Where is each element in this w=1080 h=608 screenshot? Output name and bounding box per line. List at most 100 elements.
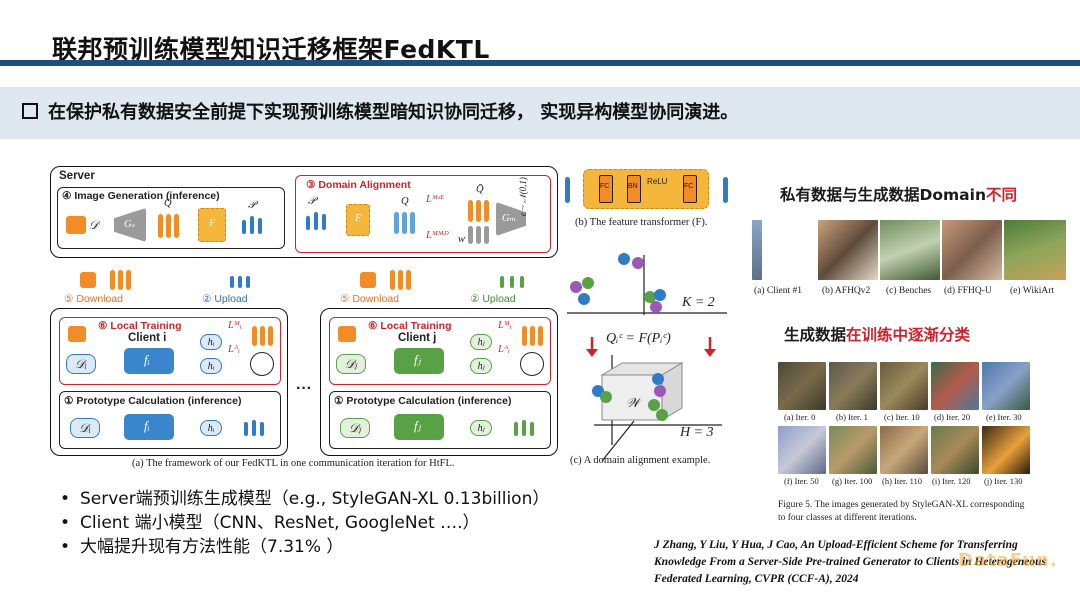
client-j-label: Client j <box>398 332 437 344</box>
wikiart-image-tile <box>1004 220 1066 280</box>
p-vector-bar <box>242 220 246 234</box>
dataset-d-symbol: 𝒟 <box>89 218 99 232</box>
qbar-vector-bar <box>260 326 265 346</box>
p-vector-bar <box>314 212 318 230</box>
prototype-label-i: ① Prototype Calculation (inference) <box>64 395 242 407</box>
checkbox-bullet-icon <box>22 103 38 119</box>
dataset-dj-icon <box>338 326 356 342</box>
iter-image-tile <box>829 426 877 474</box>
domain-diff-heading-red: 不同 <box>985 186 1017 204</box>
prototype-vector-bar <box>522 420 526 436</box>
domain-label-ffhq: (d) FFHQ-U <box>944 286 992 296</box>
relu-label: ReLU <box>647 177 668 186</box>
generator-gm-symbol: Gₘ <box>502 213 517 224</box>
bn-block <box>627 175 641 203</box>
iter-label-row2: (i) Iter. 120 <box>932 476 971 486</box>
hi-oval: hᵢ <box>200 334 222 350</box>
prototype-vector-bar <box>514 422 518 436</box>
server-frame: Server ④ Image Generation (inference) 𝒟 … <box>50 166 558 258</box>
client-i-label: Client i <box>128 332 167 344</box>
iter-label-row1: (b) Iter. 1 <box>836 412 868 422</box>
iter-label-row2: (f) Iter. 50 <box>784 476 819 486</box>
download-data-icon <box>360 272 376 288</box>
encoder-fj-symbol: fⱼ <box>414 352 422 367</box>
transformer-caption: (b) The feature transformer (F). <box>575 217 708 228</box>
transformer-f-symbol: F <box>209 218 216 229</box>
prototype-vector-bar <box>530 422 534 436</box>
benches-image-tile <box>880 220 940 280</box>
domain-diff-heading: 私有数据与生成数据Domain不同 <box>780 183 1017 205</box>
prototype-box-j: ① Prototype Calculation (inference) 𝒟ⱼ f… <box>329 391 551 449</box>
prototype-vector-bar <box>252 420 256 436</box>
fc-block-2-label: FC <box>684 183 694 190</box>
output-vector-bar <box>723 177 728 203</box>
domain-diff-images: (a) Client #1 (b) AFHQv2 (c) Benches (d)… <box>752 220 1078 300</box>
title-underline <box>0 60 1080 66</box>
iter-image-tile <box>931 426 979 474</box>
domain-label-client: (a) Client #1 <box>754 286 803 296</box>
iter-image-tile <box>829 362 877 410</box>
encoder-fi-block <box>124 414 174 440</box>
w-symbol: w <box>458 234 466 245</box>
encoder-fj-block <box>394 348 444 374</box>
download-vector-bar <box>118 270 123 290</box>
encoder-fi-block <box>124 348 174 374</box>
hi-oval: hᵢ <box>200 420 222 436</box>
p-vector-bar <box>250 216 254 234</box>
key-message-banner: 在保护私有数据安全前提下实现预训练模型暗知识协同迁移， 实现异构模型协同演进。 <box>0 87 1080 139</box>
generator-gs-symbol: Gₛ <box>124 219 136 230</box>
q-symbol: Q <box>401 196 409 207</box>
client-i-frame: ⑥ Local Training Client i 𝒟ᵢ fᵢ hᵢ hᵢ Lᴹ… <box>50 308 288 456</box>
upload-vector-bar <box>520 276 524 288</box>
upload-label-right: ② Upload <box>470 293 516 305</box>
paper-citation: J Zhang, Y Liu, Y Hua, J Cao, An Upload-… <box>654 539 1046 585</box>
feature-transformer-figure: FC BN ReLU FC (b) The feature transforme… <box>565 165 745 235</box>
bn-block-label: BN <box>628 183 638 190</box>
alignment-caption: (c) A domain alignment example. <box>570 455 711 466</box>
q-vector-bar <box>402 212 407 234</box>
prototype-vector-bar <box>260 422 264 436</box>
upload-vector-bar <box>500 276 504 288</box>
download-vector-bar <box>126 270 131 290</box>
q-vector-bar <box>158 214 163 238</box>
hj-oval: hⱼ <box>470 334 492 350</box>
upload-vector-bar <box>230 276 234 288</box>
qbar-vector-bar <box>538 326 543 346</box>
transformer-f-block <box>198 208 226 242</box>
domain-label-wikiart: (e) WikiArt <box>1010 286 1055 296</box>
upload-vector-bar <box>238 276 242 288</box>
encoder-fj-symbol: fⱼ <box>414 418 422 433</box>
p-vector-bar <box>306 216 310 230</box>
prototype-vector-bar <box>244 422 248 436</box>
qbar-vector-bar <box>252 326 257 346</box>
fc-block-2 <box>683 175 697 203</box>
domain-diff-heading-black: 私有数据与生成数据Domain <box>780 186 986 204</box>
bullet-item: Client 端小模型（CNN、ResNet, GoogleNet ….） <box>60 511 549 535</box>
domain-alignment-label: ③ Domain Alignment <box>306 179 411 191</box>
alignment-diagram <box>567 253 727 462</box>
p-vector-bar <box>258 218 262 234</box>
encoder-fi-symbol: fᵢ <box>144 418 150 433</box>
iter-label-row1: (a) Iter. 0 <box>784 412 816 422</box>
iter-image-tile <box>778 362 826 410</box>
bullet-item: 大幅提升现有方法性能（7.31% ） <box>60 535 549 559</box>
noise-symbol: ϵ ~ 𝒩(0,1) <box>518 177 528 216</box>
p-symbol: 𝒫 <box>248 200 256 211</box>
iter-image-tile <box>880 426 928 474</box>
bullet-item: Server端预训练生成模型（e.g., StyleGAN-XL 0.13bil… <box>60 487 549 511</box>
download-label-left: ⑤ Download <box>64 293 124 305</box>
domain-alignment-box: ③ Domain Alignment 𝒫 F Q Lᴹˢᴱ Lᴹᴹᴰ Q̄ w … <box>295 175 551 253</box>
fc-block-1-label: FC <box>600 183 610 190</box>
download-vector-bar <box>110 270 115 290</box>
prototype-box-i: ① Prototype Calculation (inference) 𝒟ᵢ f… <box>59 391 281 449</box>
qbar-vector-bar <box>530 326 535 346</box>
hi-oval: hᵢ <box>200 358 222 374</box>
download-label-right: ⑤ Download <box>340 293 400 305</box>
local-training-label-i: ⑥ Local Training <box>98 320 182 332</box>
p-vector-bar <box>322 214 326 230</box>
dataset-dj-oval: 𝒟ⱼ <box>340 418 370 438</box>
encoder-fj-block <box>394 414 444 440</box>
iter-label-row1: (d) Iter. 20 <box>934 412 971 422</box>
dataset-di-oval: 𝒟ᵢ <box>66 354 96 374</box>
alignment-example-figure: K = 2 Qᵢᶜ = F(Pᵢᶜ) 𝒲 H = 3 (c) A domain … <box>562 245 732 473</box>
